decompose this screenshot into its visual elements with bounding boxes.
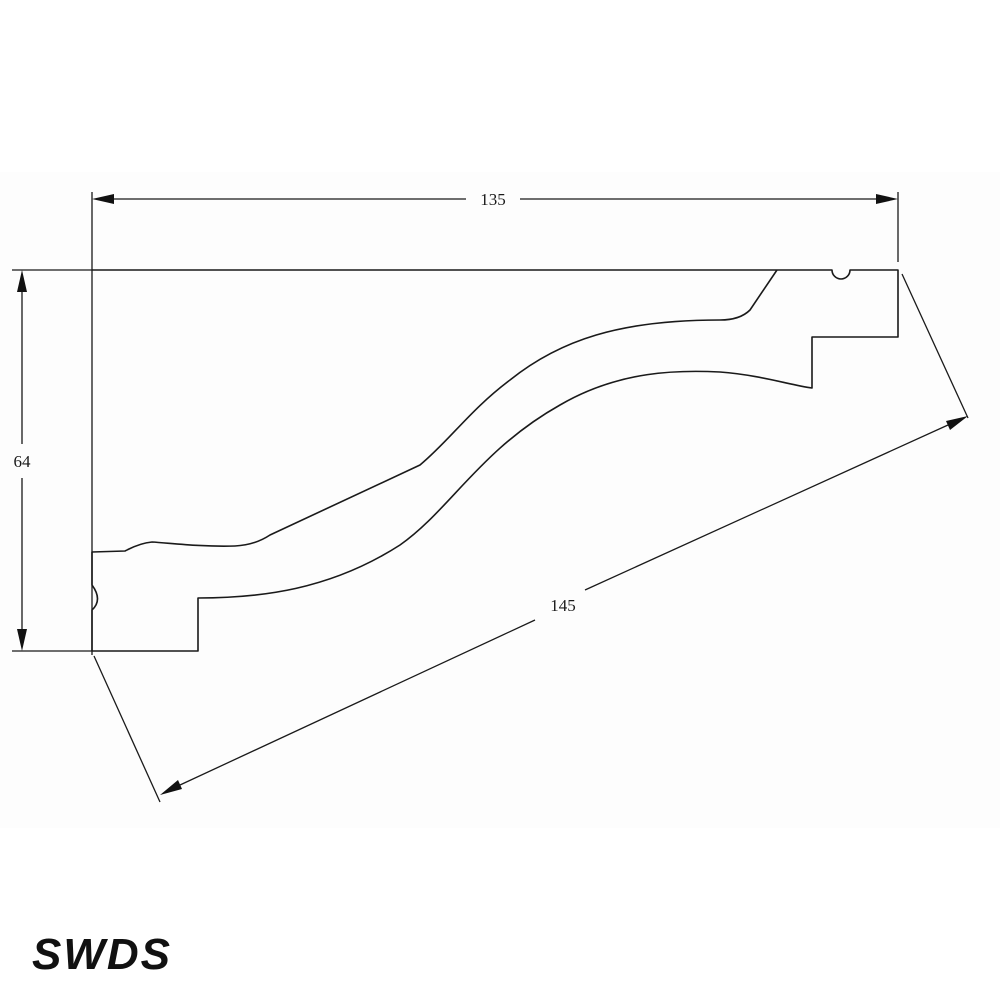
diagonal-arrow-lower xyxy=(160,780,182,795)
diagonal-extension-upper xyxy=(901,273,969,419)
width-arrow-left xyxy=(92,194,114,204)
moulding-profile-outline xyxy=(91,269,899,652)
diagonal-dimension: 145 xyxy=(93,273,969,803)
height-arrow-top xyxy=(17,270,27,292)
drawing-background xyxy=(0,172,1000,828)
diagonal-extension-lower xyxy=(93,655,161,803)
diagonal-arrow-upper xyxy=(946,416,968,430)
width-dimension-label: 135 xyxy=(480,190,506,209)
height-dimension: 64 xyxy=(12,269,92,652)
width-dimension: 135 xyxy=(91,190,899,655)
diagonal-dimension-label: 145 xyxy=(550,596,576,615)
brand-logo: SWDS xyxy=(32,930,172,979)
height-arrow-bottom xyxy=(17,629,27,651)
diagonal-dimension-line-lower xyxy=(179,619,536,786)
width-arrow-right xyxy=(876,194,898,204)
height-dimension-label: 64 xyxy=(14,452,32,471)
diagonal-dimension-line-upper xyxy=(584,424,949,591)
